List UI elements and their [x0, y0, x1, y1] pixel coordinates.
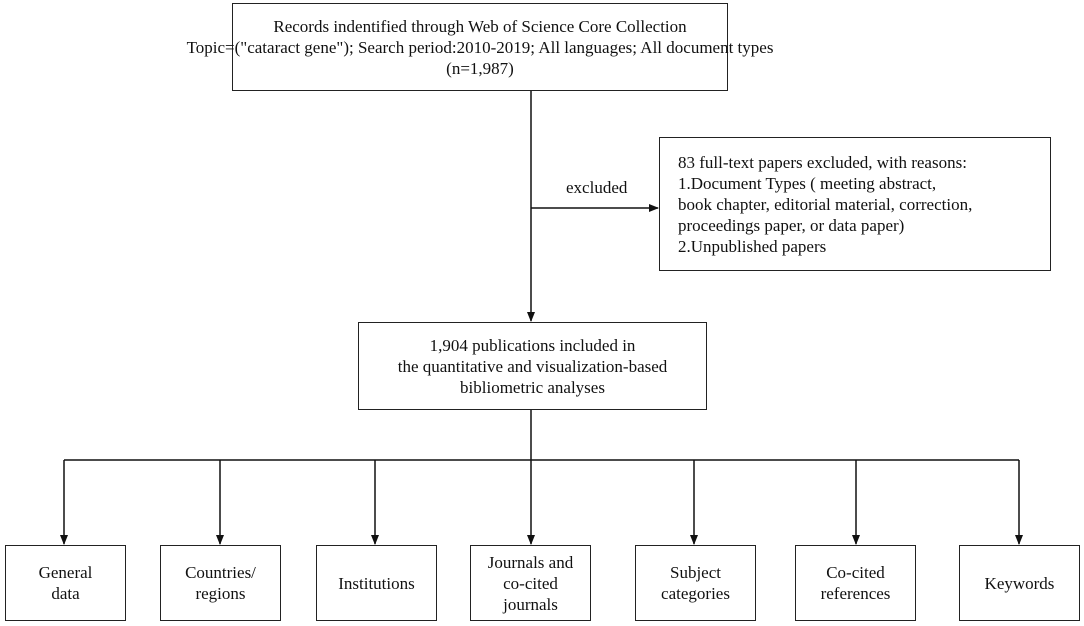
co-cited-references-box: Co-cited references: [795, 545, 916, 621]
journals-co-cited-line-2: co-cited: [503, 573, 558, 593]
subject-categories-line-2: categories: [661, 584, 730, 603]
countries-regions-line-2: regions: [195, 584, 246, 603]
excluded-label: excluded: [566, 178, 628, 197]
excluded-line-3: book chapter, editorial material, correc…: [678, 194, 973, 214]
keywords-line-1: Keywords: [984, 573, 1055, 593]
excluded-box: 83 full-text papers excluded, with reaso…: [659, 137, 1051, 271]
general-data-box: General data: [5, 545, 126, 621]
included-line-1: 1,904 publications included in: [429, 335, 636, 355]
excluded-line-1: 83 full-text papers excluded, with reaso…: [678, 152, 967, 172]
included-line-3: bibliometric analyses: [460, 377, 605, 397]
records-line-3: (n=1,987): [446, 58, 514, 78]
countries-regions-box: Countries/regions: [160, 545, 281, 621]
excluded-line-4: proceedings paper, or data paper): [678, 215, 905, 235]
journals-co-cited-line-1: Journals and: [487, 552, 574, 572]
institutions-line-1: Institutions: [338, 573, 415, 593]
included-box: 1,904 publications included in the quant…: [358, 322, 707, 410]
general-data-line-2: data: [51, 584, 80, 603]
included-line-2: the quantitative and visualization-based: [397, 356, 668, 376]
institutions-box: Institutions: [316, 545, 437, 621]
subject-categories-line-1: Subject: [670, 563, 721, 582]
countries-regions-line-1: Countries/: [185, 563, 256, 582]
journals-co-cited-line-3: journals: [503, 594, 558, 614]
co-cited-references-line-1: Co-cited: [826, 563, 885, 582]
excluded-line-5: 2.Unpublished papers: [678, 236, 827, 256]
excluded-line-2: 1.Document Types ( meeting abstract,: [678, 173, 937, 193]
subject-categories-box: Subject categories: [635, 545, 756, 621]
keywords-box: Keywords: [959, 545, 1080, 621]
records-line-1: Records indentified through Web of Scien…: [273, 16, 687, 36]
general-data-line-1: General: [38, 563, 93, 582]
records-line-2: Topic=("cataract gene"); Search period:2…: [186, 37, 774, 57]
co-cited-references-line-2: references: [820, 584, 891, 603]
records-identified-box: Records indentified through Web of Scien…: [187, 3, 773, 91]
